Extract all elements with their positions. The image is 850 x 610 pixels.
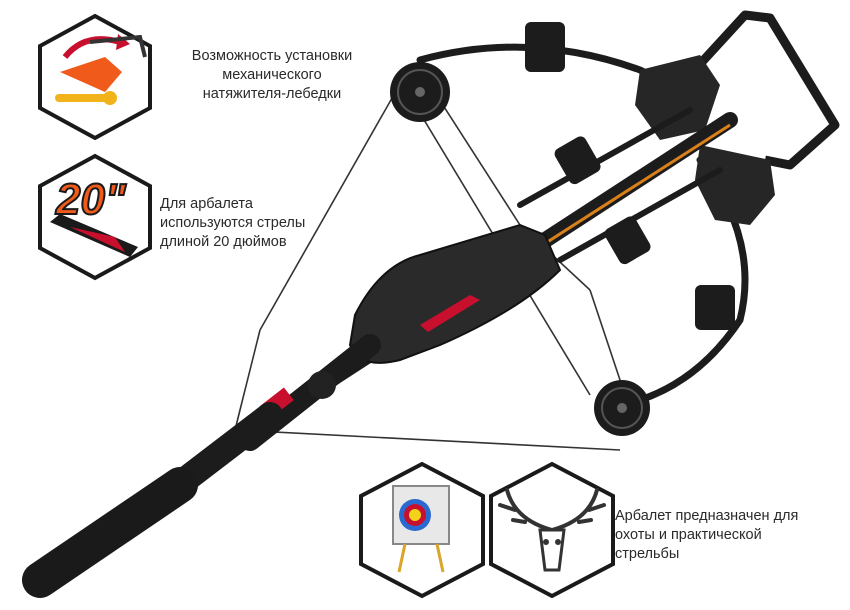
deer-skull-icon (489, 461, 615, 599)
string-dampeners (525, 22, 735, 330)
foot-stirrup (686, 10, 840, 170)
riser-bottom (695, 145, 775, 225)
bottom-cam (594, 380, 650, 436)
winch-caption: Возможность установки механического натя… (191, 48, 353, 102)
archery-target-icon (359, 461, 485, 599)
top-cam (390, 62, 450, 122)
riser-top (635, 55, 720, 140)
fore-grip (348, 223, 562, 364)
winch-crank-icon (38, 13, 152, 141)
arrow-fletching (420, 295, 480, 332)
arrow-length-badge: 20" (55, 175, 127, 224)
arrow-caption: Для арбалета используются стрелы длиной … (160, 196, 306, 250)
purpose-caption: Арбалет предназначен для охоты и практич… (615, 508, 799, 562)
stock (22, 402, 283, 598)
arrow-length-icon: 20" (38, 153, 152, 281)
